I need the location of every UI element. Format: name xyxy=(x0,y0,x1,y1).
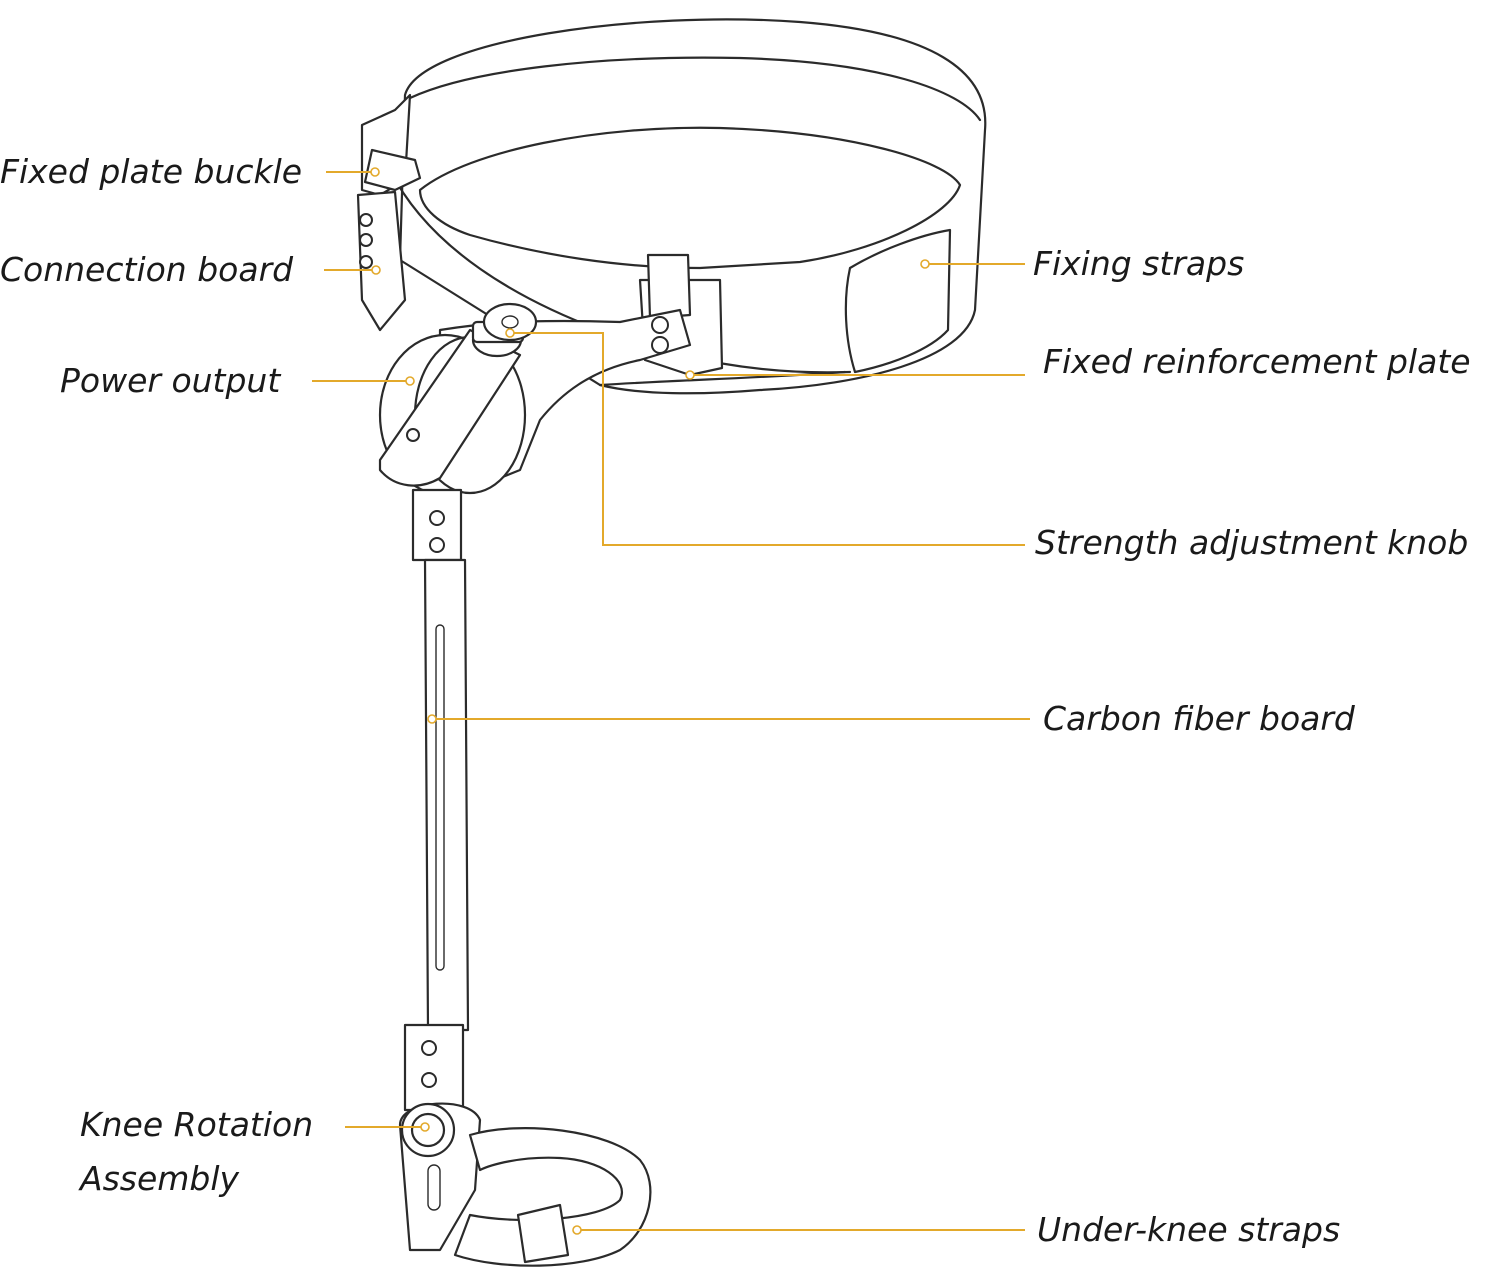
carbon-fiber-board xyxy=(411,488,470,1032)
label-power-output: Power output xyxy=(60,361,281,400)
anchor-under-knee xyxy=(572,1225,582,1235)
leader-lines xyxy=(312,167,1030,1235)
label-carbon-fiber-board: Carbon fiber board xyxy=(1043,699,1355,738)
anchor-connection-board xyxy=(371,265,381,275)
anchor-strength-knob xyxy=(505,328,515,338)
adjustment-knob xyxy=(471,302,538,358)
knee-assembly xyxy=(398,1023,482,1252)
label-connection-board: Connection board xyxy=(0,250,294,289)
under-knee-strap xyxy=(453,1127,652,1267)
anchor-knee-rotation xyxy=(420,1122,430,1132)
leader-strength-knob xyxy=(510,332,1025,546)
left-buckle-assembly xyxy=(356,93,422,332)
label-under-knee-straps: Under-knee straps xyxy=(1037,1210,1341,1249)
label-strength-adjustment-knob: Strength adjustment knob xyxy=(1035,523,1469,562)
anchor-carbon-fiber xyxy=(427,714,437,724)
waist-belt xyxy=(388,18,987,395)
label-fixed-plate-buckle: Fixed plate buckle xyxy=(0,152,303,191)
hip-joint xyxy=(378,308,692,497)
anchor-reinforcement-plate xyxy=(685,370,695,380)
label-knee-rotation-line2: Assembly xyxy=(80,1159,240,1198)
label-fixing-straps: Fixing straps xyxy=(1033,244,1245,283)
label-knee-rotation-line1: Knee Rotation xyxy=(80,1105,314,1144)
label-fixed-reinforcement-plate: Fixed reinforcement plate xyxy=(1043,342,1471,381)
anchor-fixed-plate-buckle xyxy=(370,167,380,177)
anchor-power-output xyxy=(405,376,415,386)
anchor-fixing-straps xyxy=(920,259,930,269)
